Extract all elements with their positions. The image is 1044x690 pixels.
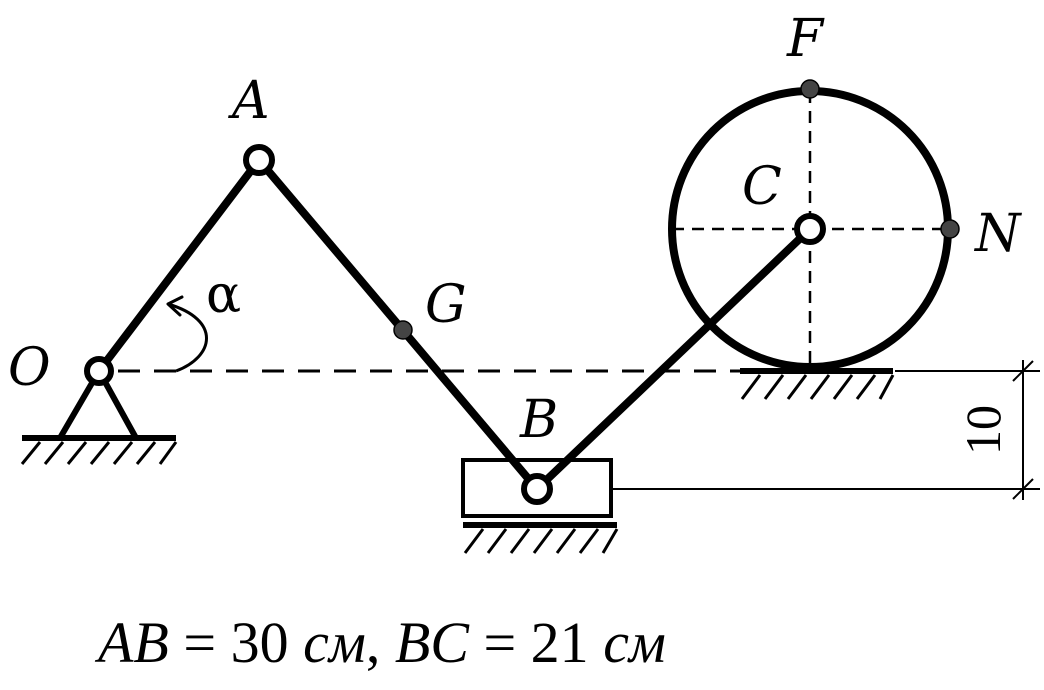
label-f: F [786,9,825,69]
caption-bc-unit: см [603,610,666,675]
angle-alpha-arc [167,302,208,373]
caption-separator: , [366,610,395,675]
point-g [393,320,413,340]
joint-b [521,473,553,505]
angle-alpha-arrowhead [166,295,184,317]
joint-a [243,144,275,176]
point-f [800,79,820,99]
label-c: C [742,157,782,217]
dimension-10 [611,360,1040,500]
dimension-label: 10 [955,405,1011,455]
label-o: O [8,338,51,398]
joint-o [84,356,114,386]
label-a: A [228,71,270,131]
joint-c [794,213,826,245]
caption-bc-name: BC [395,610,470,675]
link-oa [95,156,263,375]
caption-ab-unit: см [303,610,366,675]
wheel-ground [740,368,895,400]
label-b: B [519,390,558,450]
caption-ab-name: AB [94,610,169,675]
label-g: G [425,275,467,335]
caption-bc-value: = 21 [469,610,603,675]
link-bc [533,225,814,493]
slider-ground [463,522,619,554]
point-n [940,219,960,239]
caption: AB = 30 см, BC = 21 см [94,610,666,675]
label-alpha: α [206,265,241,325]
caption-ab-value: = 30 [169,610,303,675]
label-n: N [973,204,1022,264]
pivot-support-o [20,368,178,465]
